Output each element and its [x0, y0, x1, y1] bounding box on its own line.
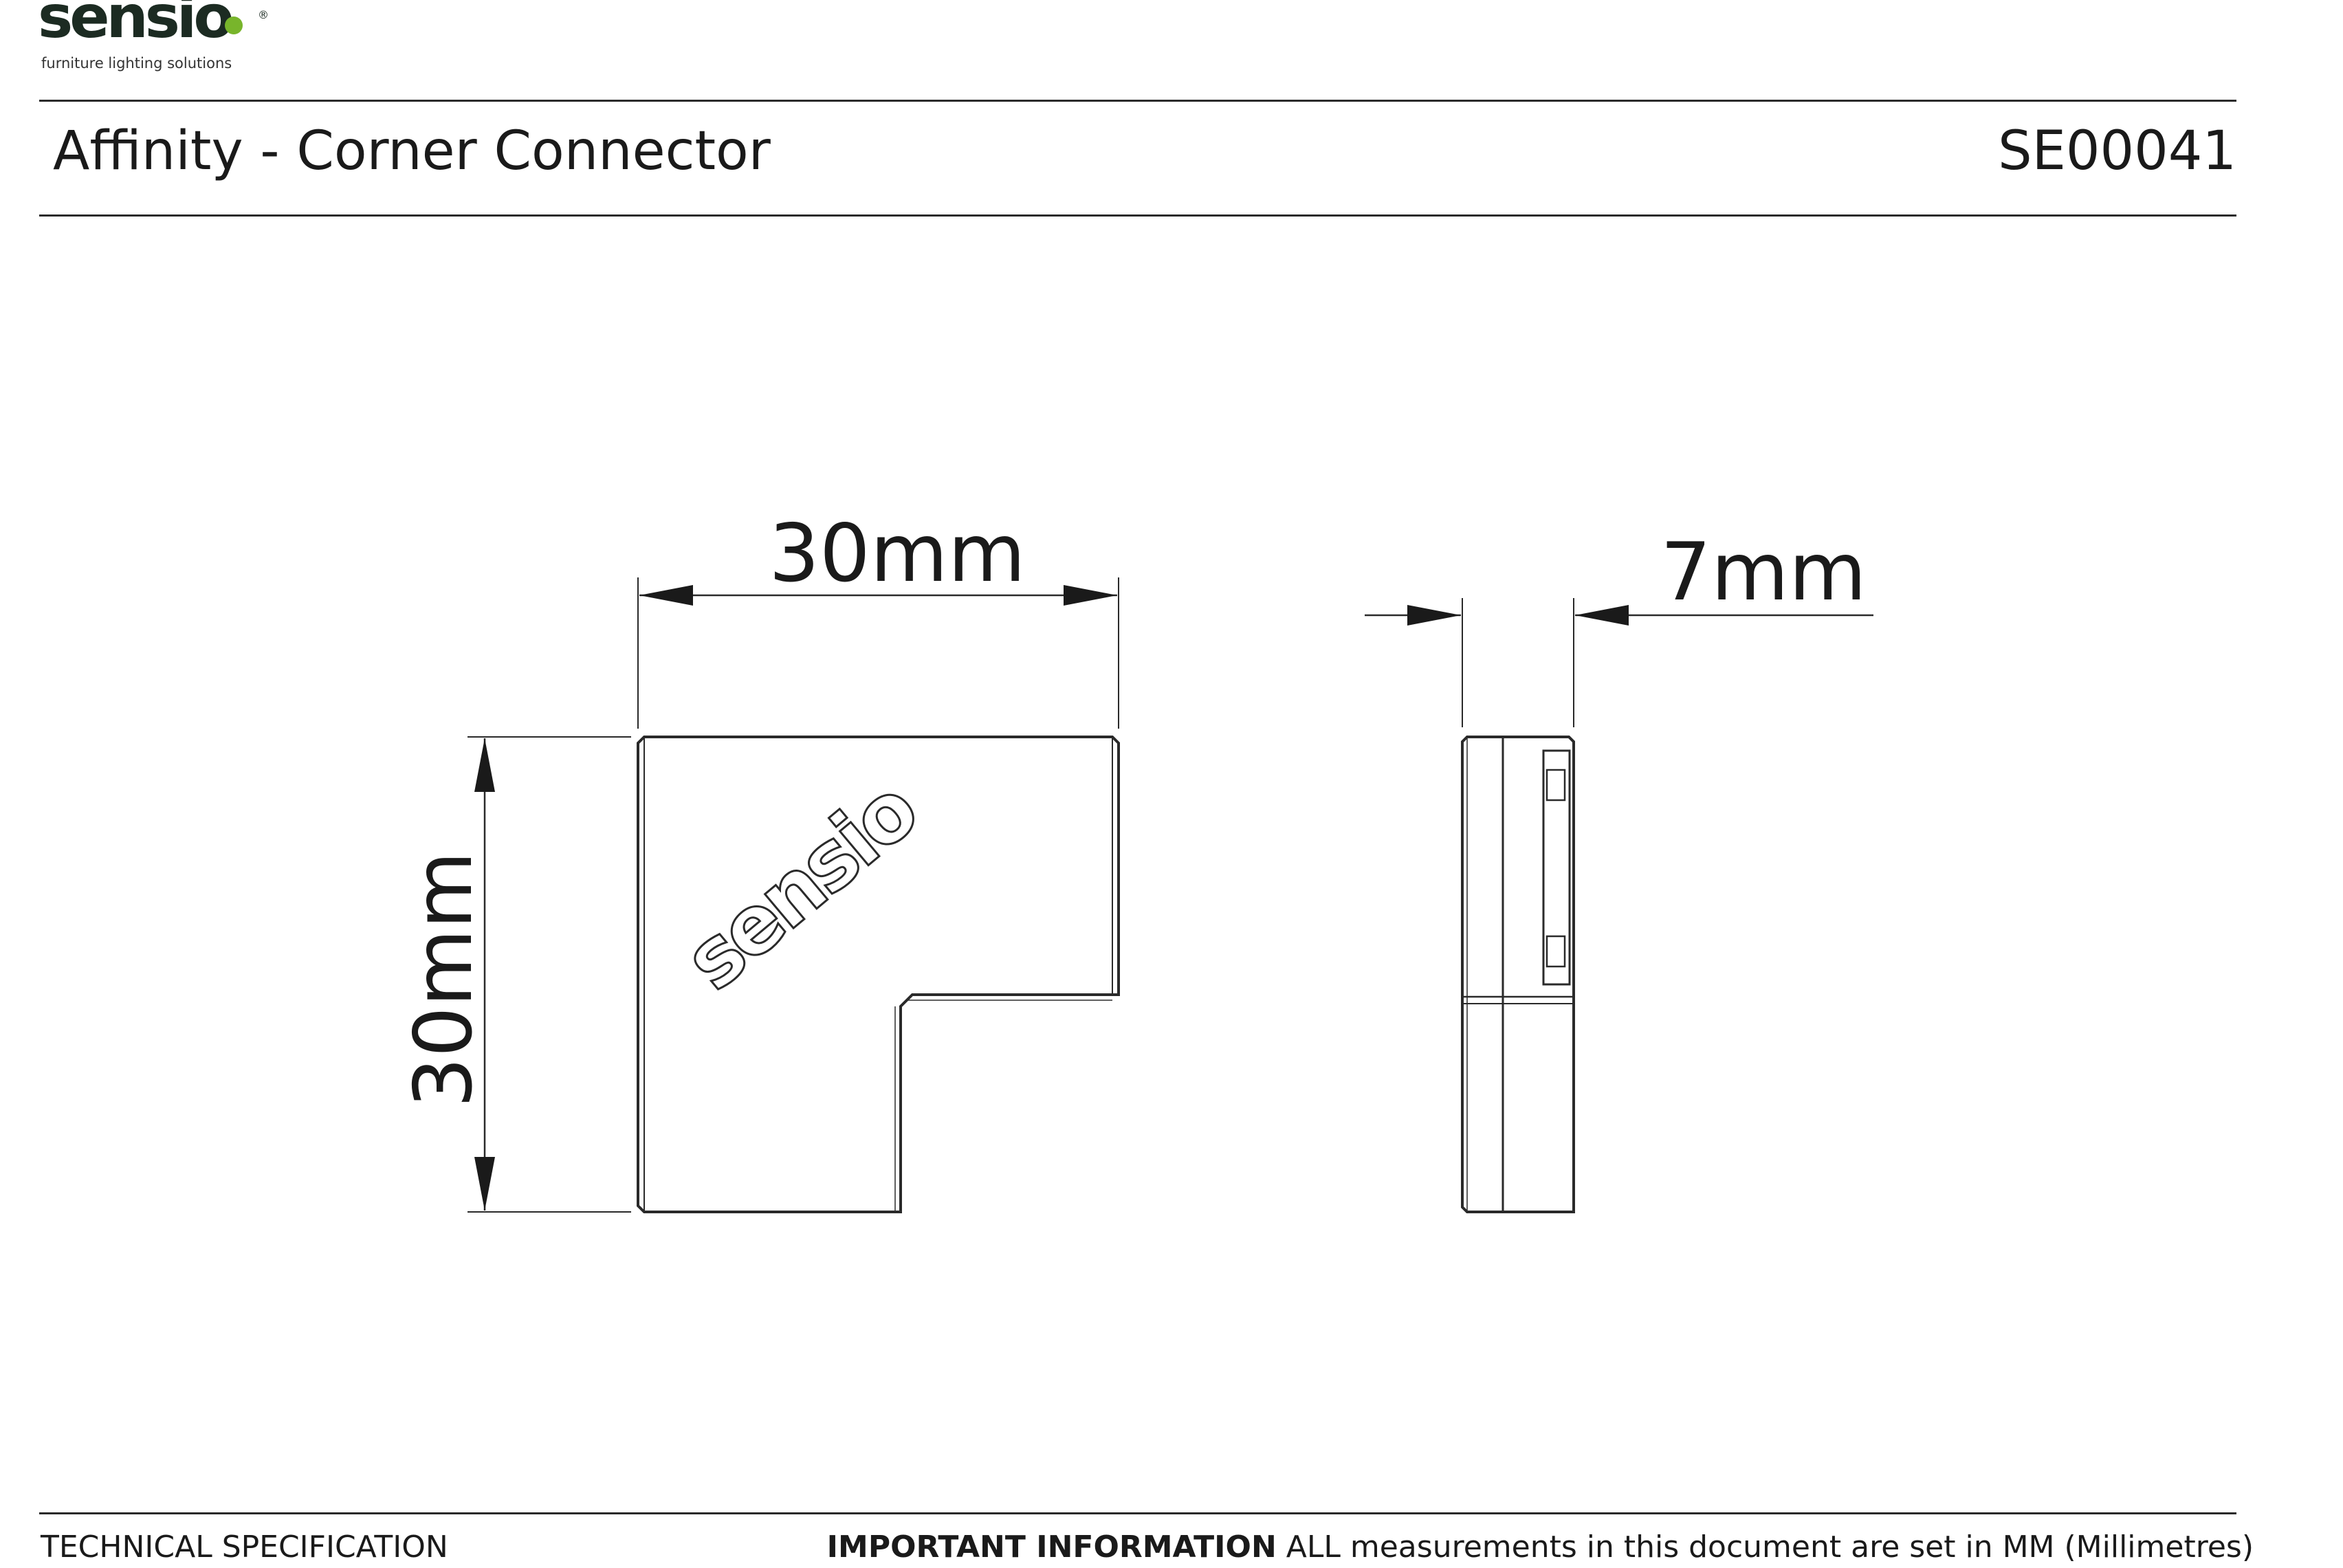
header-top-divider	[39, 100, 2236, 102]
brand-logo: sensio ® furniture lighting solutions	[38, 0, 269, 76]
width-dimension-label: 30mm	[769, 507, 1026, 600]
logo-registered-mark: ®	[258, 8, 269, 21]
footer-section-label: TECHNICAL SPECIFICATION	[41, 1530, 448, 1565]
header-bottom-divider	[39, 214, 2236, 217]
side-view-clip-top	[1546, 769, 1566, 802]
logo-tagline: furniture lighting solutions	[41, 55, 232, 71]
front-view-outline	[637, 736, 1120, 1213]
front-view-inner-line	[894, 1000, 1112, 1212]
front-view-inner-edge	[644, 736, 1113, 1212]
footer-notice-heading: IMPORTANT INFORMATION	[826, 1530, 1277, 1565]
front-view: sensio 30mm 30mm	[397, 507, 1120, 1213]
side-view-outline	[1461, 736, 1575, 1213]
side-view-clip-bottom	[1546, 935, 1566, 968]
product-code: SE00041	[1998, 120, 2236, 182]
document-title: Affinity - Corner Connector	[53, 120, 771, 182]
side-view: 7mm	[1365, 526, 1873, 1213]
embossed-sensio-logo: sensio	[667, 763, 934, 1008]
logo-wordmark: sensio	[38, 0, 234, 52]
footer-divider	[39, 1512, 2236, 1514]
footer-notice: IMPORTANT INFORMATION ALL measurements i…	[827, 1530, 2254, 1565]
footer-notice-text: ALL measurements in this document are se…	[1286, 1530, 2254, 1565]
logo-green-dot	[225, 16, 243, 34]
depth-dimension-label: 7mm	[1660, 526, 1867, 619]
height-dimension-label: 30mm	[397, 851, 490, 1108]
side-view-clip-recess	[1542, 749, 1571, 986]
